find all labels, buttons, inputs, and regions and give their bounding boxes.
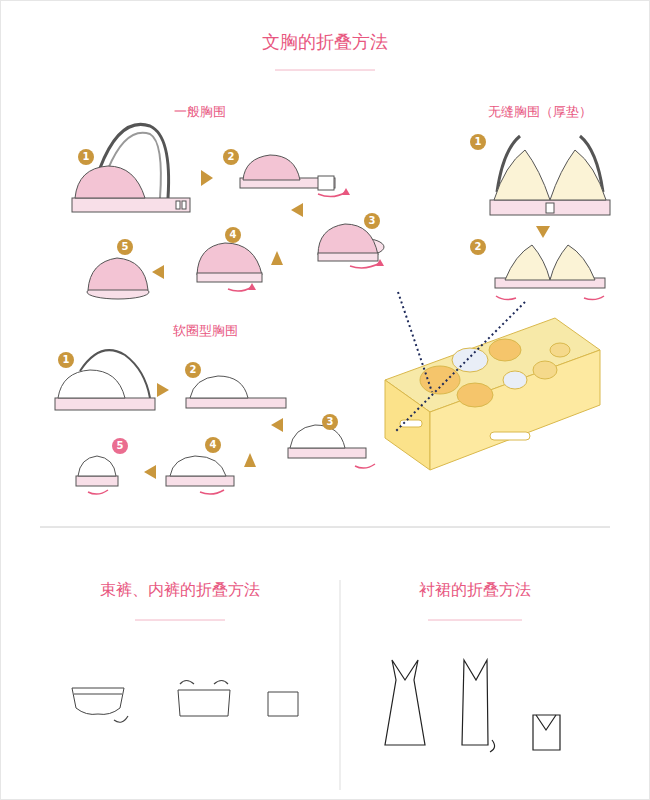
callout-number: 1 — [58, 352, 74, 368]
callout-number: 5 — [112, 438, 128, 454]
callout-number: 2 — [185, 362, 201, 378]
callout-number: 3 — [322, 414, 338, 430]
section-label: 一般胸围 — [174, 103, 226, 121]
callout-number: 5 — [117, 239, 133, 255]
callout-number: 4 — [205, 437, 221, 453]
diagram-title: 文胸的折叠方法 — [262, 30, 388, 54]
callout-number: 1 — [78, 149, 94, 165]
callout-number: 3 — [364, 213, 380, 229]
callout-number: 2 — [470, 239, 486, 255]
callout-number: 2 — [223, 149, 239, 165]
section-label: 软圈型胸围 — [173, 322, 238, 340]
callout-number: 4 — [225, 227, 241, 243]
section-heading: 衬裙的折叠方法 — [419, 580, 531, 601]
section-heading: 束裤、内裤的折叠方法 — [100, 580, 260, 601]
section-label: 无缝胸围（厚垫） — [488, 103, 592, 121]
callout-number: 1 — [470, 134, 486, 150]
